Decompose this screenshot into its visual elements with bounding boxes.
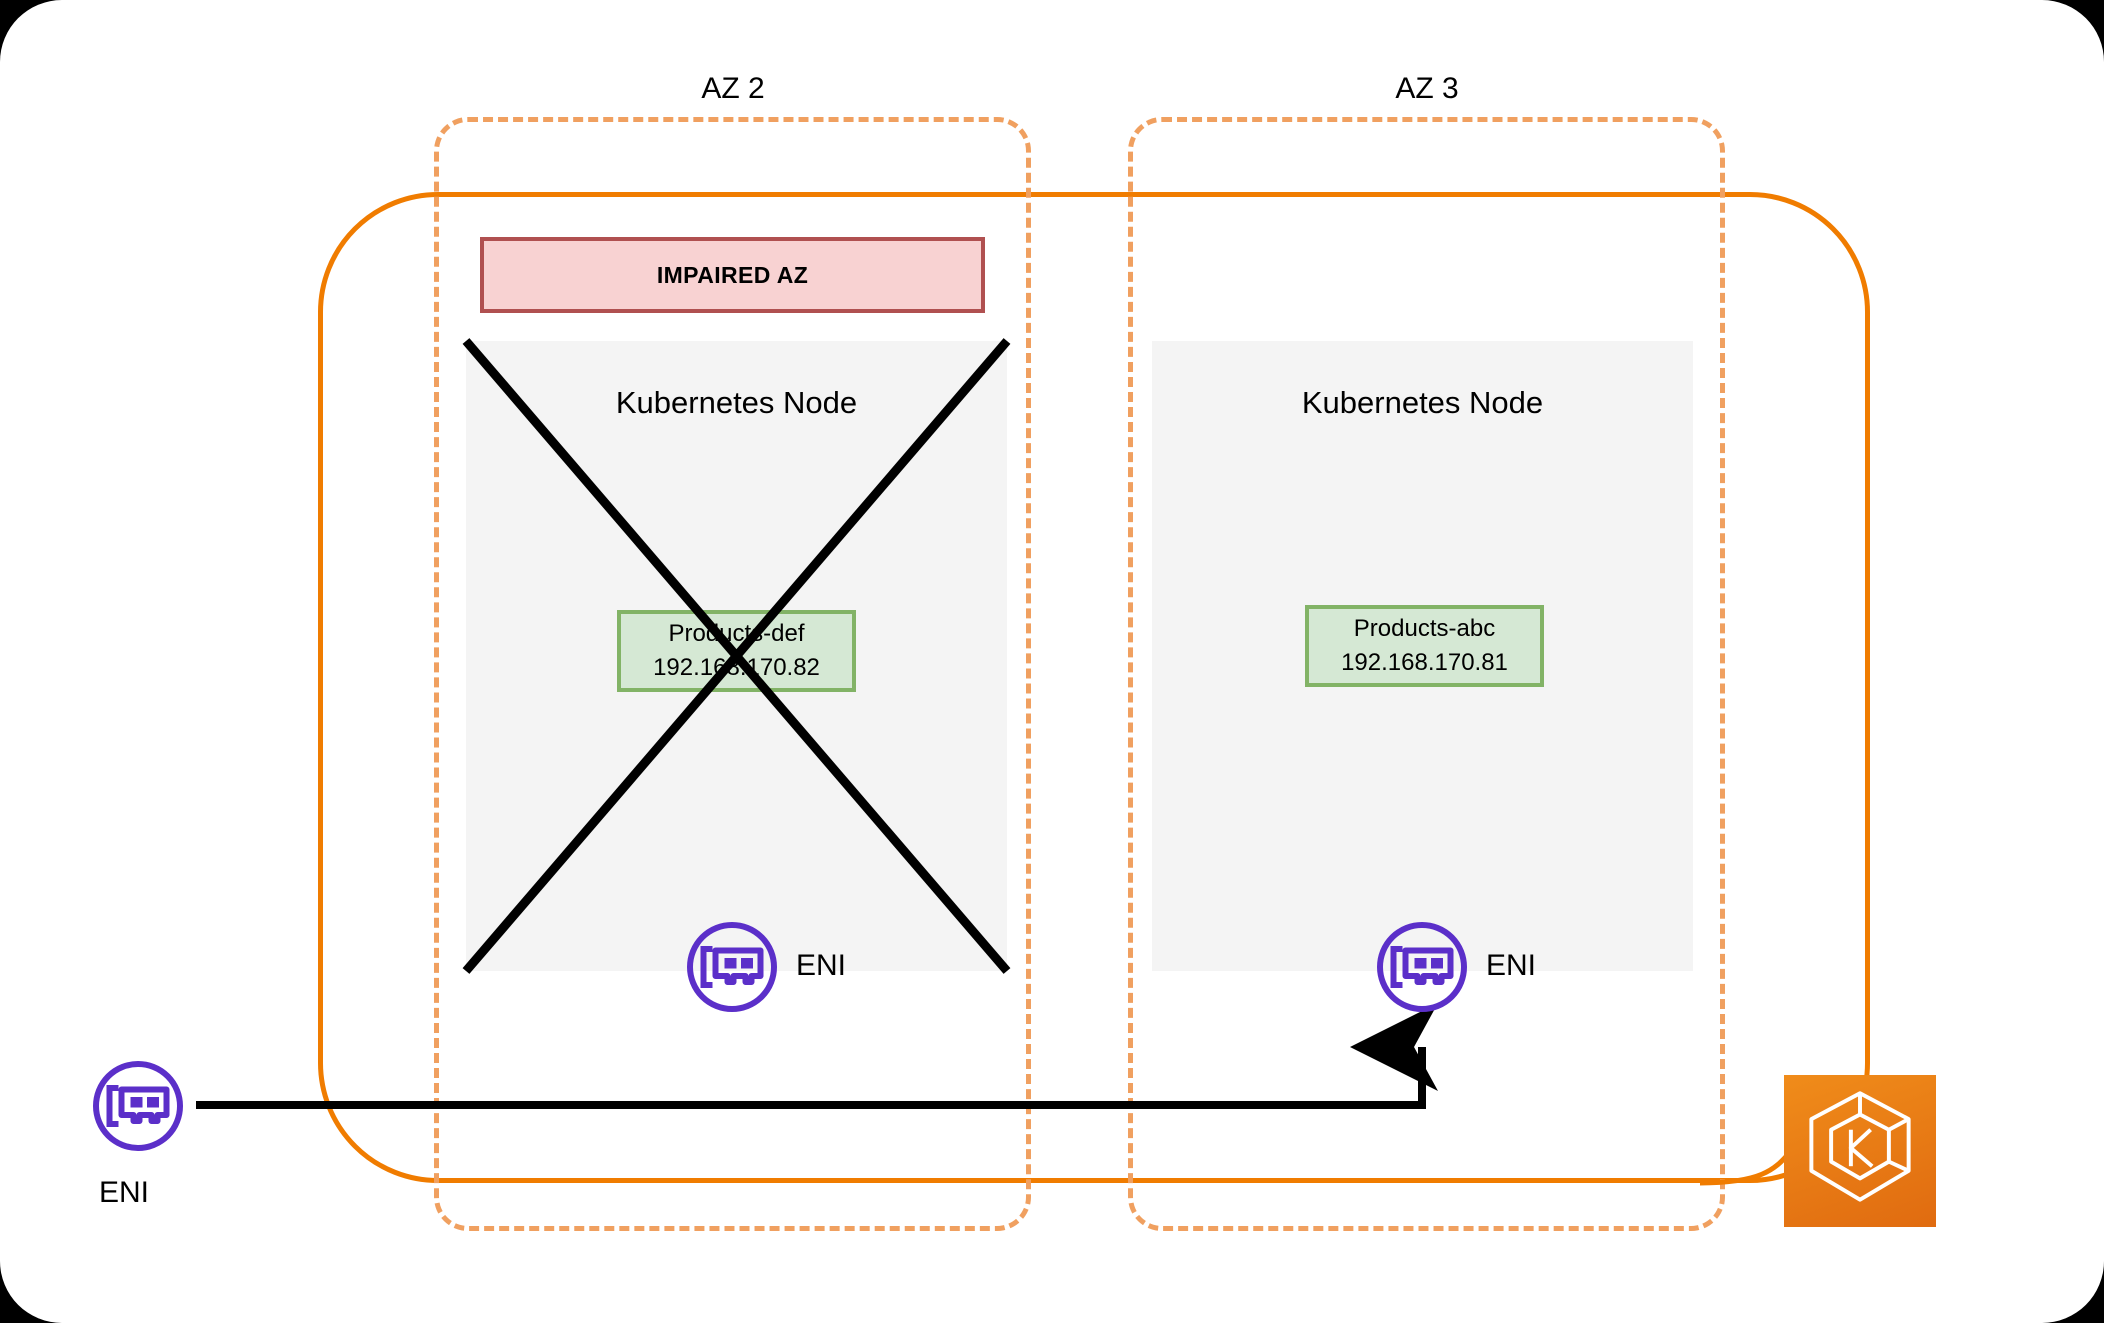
eni-az2-label: ENI: [796, 949, 847, 982]
eni-az2[interactable]: ENI: [684, 919, 924, 1015]
eni-external-label: ENI: [99, 1176, 150, 1209]
pod-products-def-name: Products-def: [668, 619, 805, 647]
amazon-eks-icon: [1809, 1091, 1911, 1202]
kubernetes-node-az3-title: Kubernetes Node: [1301, 385, 1544, 420]
eni-external[interactable]: ENI: [90, 1058, 290, 1218]
pod-products-def: Products-def 192.168.170.82: [617, 610, 856, 692]
availability-zone-az2: [434, 117, 1031, 1231]
impaired-az-label: IMPAIRED AZ: [656, 261, 809, 288]
availability-zone-az3: [1128, 117, 1725, 1231]
network-interface-card-icon: [93, 1061, 183, 1151]
eni-az3-label: ENI: [1486, 949, 1537, 982]
amazon-eks-logo[interactable]: [1784, 1075, 1936, 1227]
pod-products-abc-name: Products-abc: [1353, 614, 1496, 642]
network-interface-card-icon: [1377, 922, 1467, 1012]
eni-az3[interactable]: ENI: [1374, 919, 1614, 1015]
pod-products-def-ip: 192.168.170.82: [653, 654, 820, 681]
pod-products-abc-ip: 192.168.170.81: [1341, 649, 1508, 676]
network-interface-card-icon: [687, 922, 777, 1012]
pod-products-abc: Products-abc 192.168.170.81: [1305, 605, 1544, 687]
vpc-cluster-outline: [318, 192, 1870, 1183]
az3-label: AZ 3: [1395, 72, 1459, 105]
eks-k-glyph: [1848, 1128, 1874, 1168]
kubernetes-node-az2-title: Kubernetes Node: [615, 385, 858, 420]
impaired-az-banner: IMPAIRED AZ: [480, 237, 985, 313]
az2-label: AZ 2: [701, 72, 765, 105]
